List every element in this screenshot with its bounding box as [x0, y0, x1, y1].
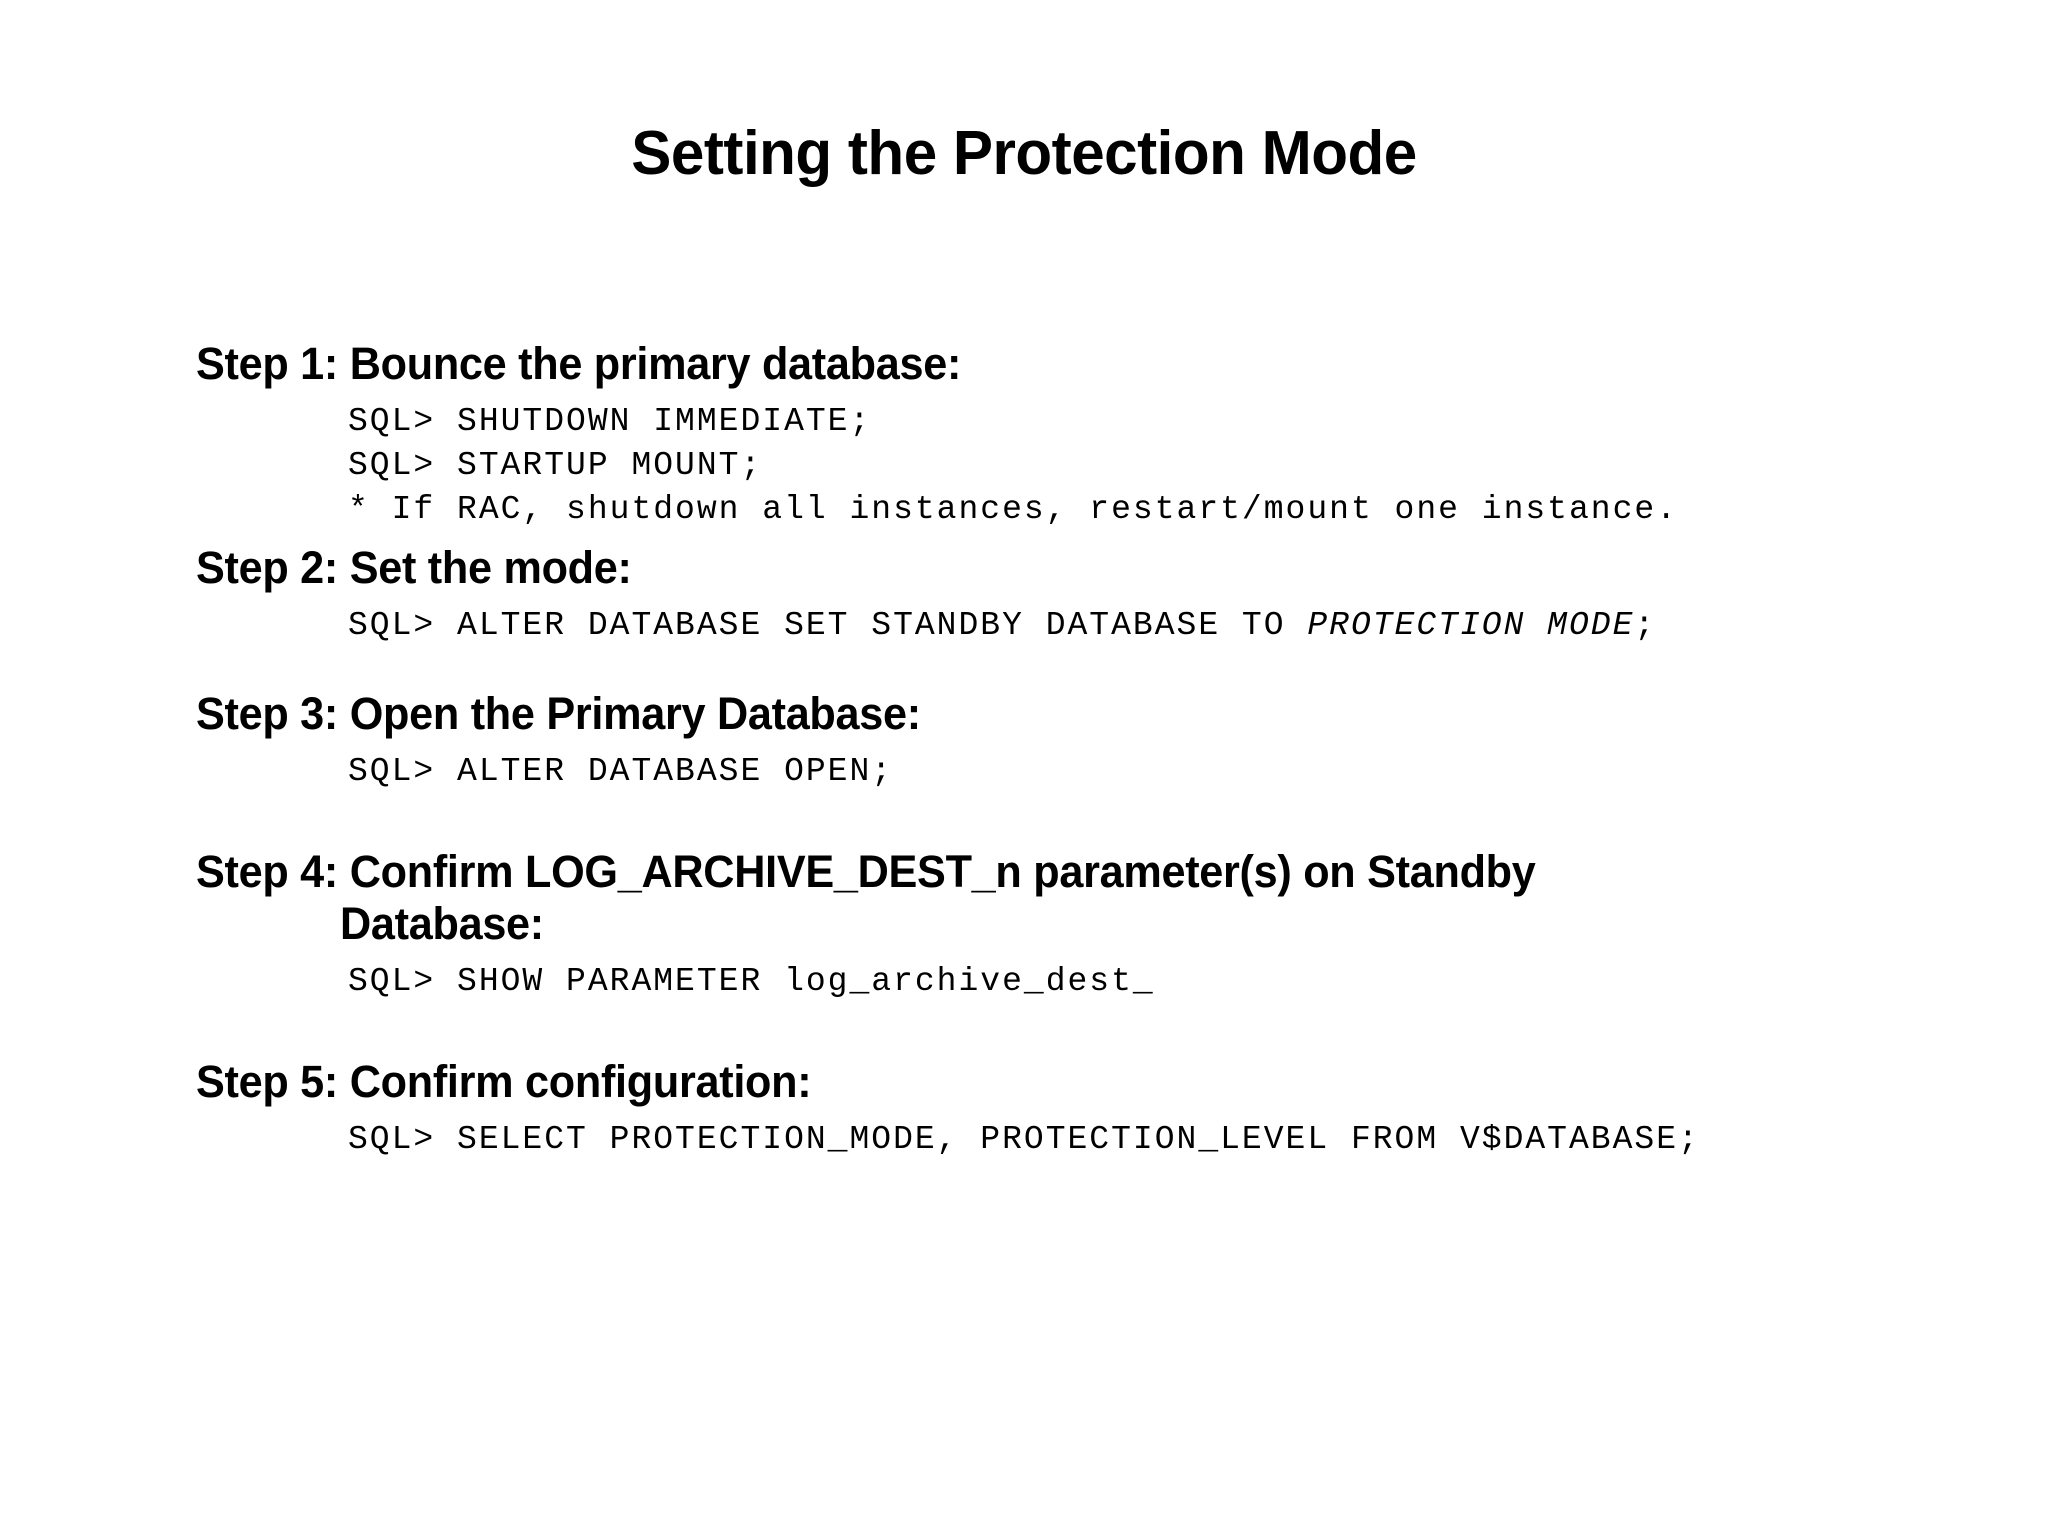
step-1-rac-note: * If RAC, shutdown all instances, restar… [348, 491, 1678, 528]
spacer [196, 1004, 1956, 1056]
step-2-code-line-1: SQL> ALTER DATABASE SET STANDBY DATABASE… [196, 604, 1956, 648]
step-4-heading-line-2: Database: [340, 898, 544, 949]
slide-body: Step 1: Bounce the primary database: SQL… [196, 338, 1956, 1162]
spacer [196, 794, 1956, 846]
step-4-code-line-1: SQL> SHOW PARAMETER log_archive_dest_ [348, 963, 1155, 1000]
step-4-heading: Step 4: Confirm LOG_ARCHIVE_DEST_n param… [196, 846, 1809, 950]
step-block-1: Step 1: Bounce the primary database: SQL… [196, 338, 1956, 532]
spacer [196, 648, 1956, 688]
step-2-code-suffix: ; [1634, 607, 1657, 644]
step-1-code-line-1: SQL> SHUTDOWN IMMEDIATE; [348, 403, 872, 440]
step-5-code-line-1: SQL> SELECT PROTECTION_MODE, PROTECTION_… [348, 1121, 1700, 1158]
step-1-heading: Step 1: Bounce the primary database: [196, 338, 962, 389]
spacer [196, 950, 1956, 960]
slide-title: Setting the Protection Mode [631, 119, 1417, 188]
step-3-code-line-1: SQL> ALTER DATABASE OPEN; [348, 753, 894, 790]
spacer [196, 532, 1956, 542]
step-4-heading-line-1: Step 4: Confirm LOG_ARCHIVE_DEST_n param… [196, 846, 1536, 897]
step-2-code-italic-placeholder: PROTECTION MODE [1307, 607, 1635, 644]
step-2-code-prefix: SQL> ALTER DATABASE SET STANDBY DATABASE… [348, 607, 1308, 644]
step-5-heading: Step 5: Confirm configuration: [196, 1056, 812, 1107]
step-block-2: Step 2: Set the mode: SQL> ALTER DATABAS… [196, 542, 1956, 648]
step-block-3: Step 3: Open the Primary Database: SQL> … [196, 688, 1956, 794]
step-1-code-line-2: SQL> STARTUP MOUNT; [348, 447, 763, 484]
spacer [196, 390, 1956, 400]
step-block-5: Step 5: Confirm configuration: SQL> SELE… [196, 1056, 1956, 1162]
spacer [196, 1108, 1956, 1118]
spacer [196, 740, 1956, 750]
step-2-heading: Step 2: Set the mode: [196, 542, 632, 593]
step-3-heading: Step 3: Open the Primary Database: [196, 688, 921, 739]
spacer [196, 594, 1956, 604]
step-block-4: Step 4: Confirm LOG_ARCHIVE_DEST_n param… [196, 846, 1956, 1004]
